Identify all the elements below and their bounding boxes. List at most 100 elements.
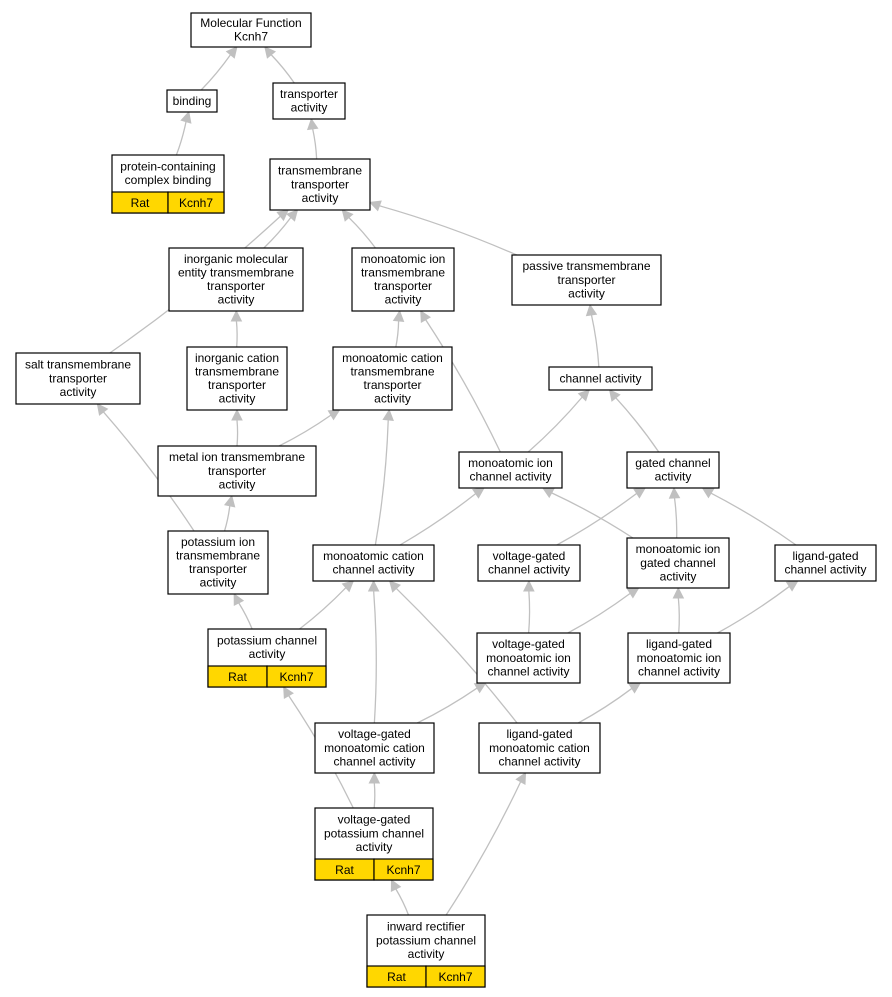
go-term-node[interactable]: binding [166,89,218,113]
arrowhead [390,878,402,892]
arrowhead [585,303,598,317]
node-box [168,247,304,312]
node-label-line: activity [219,477,256,491]
edge-line [270,54,295,84]
node-label-line: monoatomic cation [324,741,425,755]
go-term-node[interactable]: channel activity [548,366,653,391]
edge-line [200,54,232,91]
edge-line [236,419,239,447]
arrowhead [388,580,401,593]
node-box [626,537,730,589]
node-label-line: monoatomic ion [636,542,721,556]
edge-layer [96,46,799,916]
edge-line [373,782,376,809]
go-term-node[interactable]: metal ion transmembranetransporteractivi… [157,445,317,497]
node-label-line: Molecular Function [200,16,301,30]
node-label-line: monoatomic cation [342,351,443,365]
node-label-line: channel activity [488,563,570,577]
edge-line [395,320,400,348]
edge-line [379,205,517,256]
species-tag[interactable]: Rat [366,965,427,988]
tag-label: Rat [131,196,150,210]
go-term-node[interactable]: inorganic cationtransmembranetransporter… [186,346,288,411]
node-label-line: transporter [363,378,421,392]
node-label-line: binding [173,94,212,108]
is-a-edge [608,389,660,453]
is-a-edge [416,682,487,724]
edge-line [263,217,292,249]
is-a-edge [445,772,527,916]
node-label-line: transmembrane [176,549,260,563]
edge-line [445,781,522,916]
node-label-line: voltage-gated [338,727,411,741]
node-box [476,632,581,684]
node-label-line: gated channel [640,556,715,570]
node-label-line: monoatomic ion [637,651,722,665]
gene-tag[interactable]: Kcnh7 [266,665,327,688]
arrowhead [230,309,243,322]
species-tag[interactable]: Rat [207,665,268,688]
node-label-line: activity [291,101,328,115]
gene-tag[interactable]: Kcnh7 [167,191,225,214]
node-box [186,346,288,411]
arrowhead [231,408,243,421]
gene-tag[interactable]: Kcnh7 [373,858,434,881]
tag-cell [373,858,434,881]
is-a-edge [368,771,381,809]
is-a-edge [230,309,243,348]
arrowhead [341,209,354,222]
node-label-line: activity [374,392,411,406]
node-box [548,366,653,391]
node-label-line: gated channel [635,456,710,470]
node-label-line: activity [568,286,605,300]
node-box [511,254,662,306]
node-label-line: activity [356,840,393,854]
edge-line [175,121,187,156]
is-a-edge [668,486,681,539]
is-a-edge [567,587,640,634]
edge-line [374,419,389,546]
species-tag[interactable]: Rat [314,858,375,881]
node-label-line: transporter [291,177,349,191]
node-box [167,530,269,595]
node-label-line: activity [219,392,256,406]
node-label-line: ligand-gated [506,727,572,741]
go-term-node[interactable]: monoatomic iontransmembranetransporterac… [351,247,455,312]
is-a-edge [388,580,518,724]
arrowhead [785,580,799,592]
arrowhead [628,682,642,694]
species-tag[interactable]: Rat [111,191,169,214]
tag-label: Rat [335,863,354,877]
go-term-node[interactable]: monoatomic cationtransmembranetransporte… [332,346,453,411]
is-a-edge [527,389,590,453]
is-a-edge [541,487,634,539]
arrowhead [286,209,299,222]
is-a-edge [96,403,195,532]
gene-tag[interactable]: Kcnh7 [425,965,486,988]
go-term-node[interactable]: potassium iontransmembranetransporteract… [167,530,269,595]
node-label-line: passive transmembrane [522,259,650,273]
node-box [351,247,455,312]
arrowhead [608,389,621,402]
